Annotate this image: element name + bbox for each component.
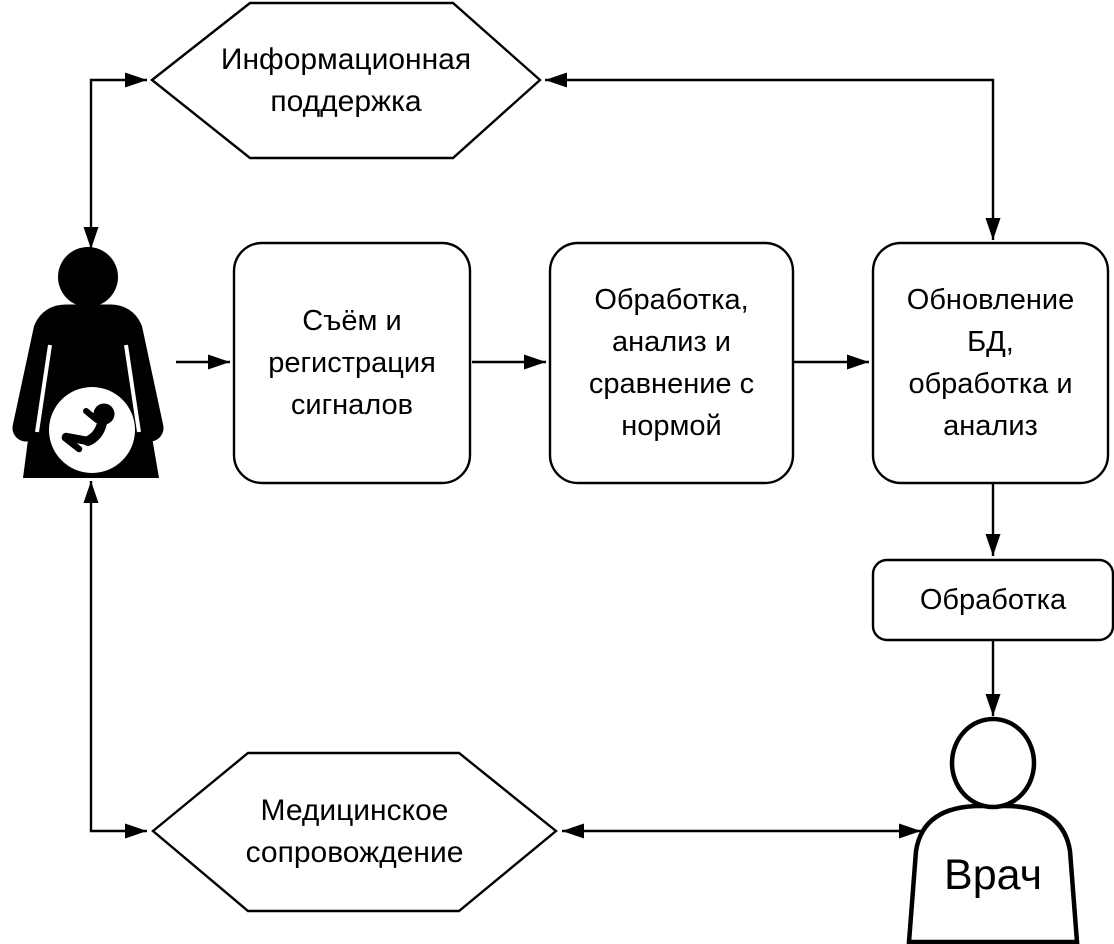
hexagon-medical-support — [151, 751, 558, 913]
pregnant-woman-icon — [12, 247, 164, 478]
edge-medical-support-patient — [83, 481, 147, 839]
doctor-person-icon — [906, 716, 1080, 944]
box-db-update — [871, 241, 1110, 485]
hexagon-information-support — [150, 1, 542, 160]
edge-patient-info-support — [83, 72, 147, 249]
fetus-icon — [61, 403, 115, 453]
box-processing — [871, 558, 1114, 642]
edge-info-support-db — [545, 72, 1001, 240]
box-analysis — [548, 241, 795, 485]
box-signal-acquisition — [232, 241, 472, 485]
